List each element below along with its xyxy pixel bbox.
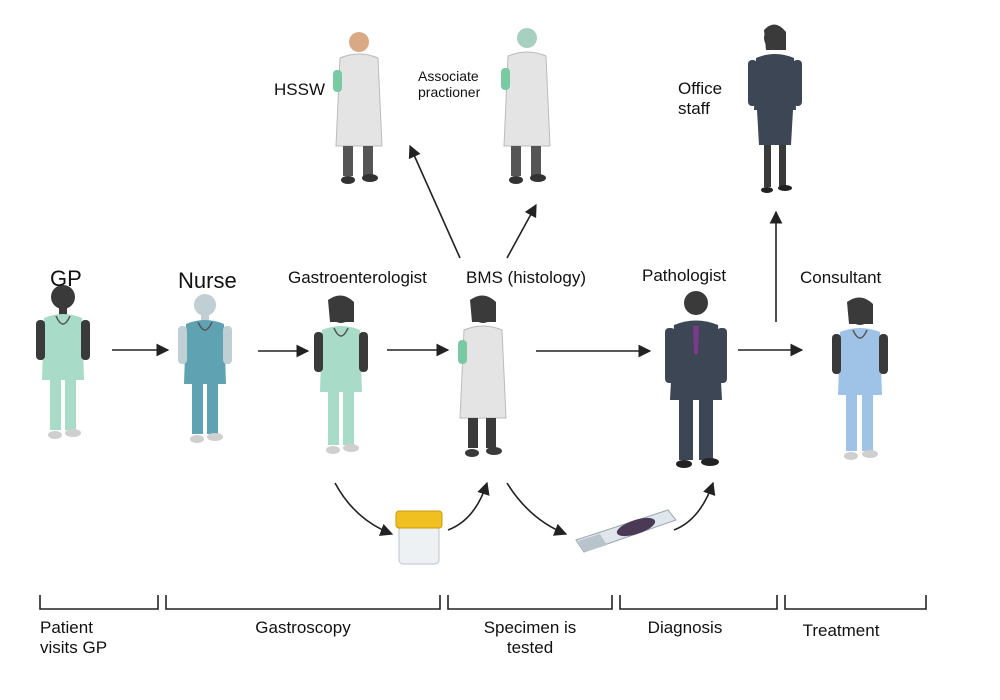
stage-specimen-tested: Specimen is tested	[483, 618, 577, 657]
stage-brackets	[39, 595, 927, 610]
consultant-figure	[832, 297, 888, 460]
associate-practioner-figure	[501, 28, 551, 184]
pathologist-figure	[665, 291, 727, 468]
gp-figure	[36, 285, 90, 439]
bracket-gastroscopy	[165, 595, 441, 610]
stage-patient-visits-gp: Patient visits GP	[40, 618, 108, 657]
office-staff-figure	[748, 24, 802, 193]
gastroenterologist-label: Gastroenterologist	[288, 268, 427, 287]
consultant-label: Consultant	[800, 268, 882, 287]
flow-arrows	[112, 144, 804, 536]
bracket-diagnosis	[619, 595, 778, 610]
bms-label: BMS (histology)	[466, 268, 586, 287]
bracket-treatment	[784, 595, 927, 610]
gp-label: GP	[50, 266, 82, 291]
nurse-figure	[178, 294, 232, 443]
hssw-label: HSSW	[274, 80, 325, 99]
bracket-patient-visits-gp	[39, 595, 159, 610]
stage-treatment: Treatment	[802, 621, 880, 640]
stage-diagnosis: Diagnosis	[647, 618, 723, 637]
stage-gastroscopy: Gastroscopy	[255, 618, 351, 637]
bracket-specimen-tested	[447, 595, 613, 610]
hssw-figure	[333, 32, 383, 184]
nurse-label: Nurse	[178, 268, 237, 293]
pathologist-label: Pathologist	[642, 266, 727, 285]
gastroenterologist-figure	[314, 295, 368, 454]
bms-figure	[458, 295, 507, 457]
specimen-container-icon	[395, 510, 443, 565]
associate-practioner-label: Associate practioner	[418, 68, 481, 101]
office-staff-label: Office staff	[678, 79, 723, 118]
microscope-slide-icon	[575, 509, 677, 553]
